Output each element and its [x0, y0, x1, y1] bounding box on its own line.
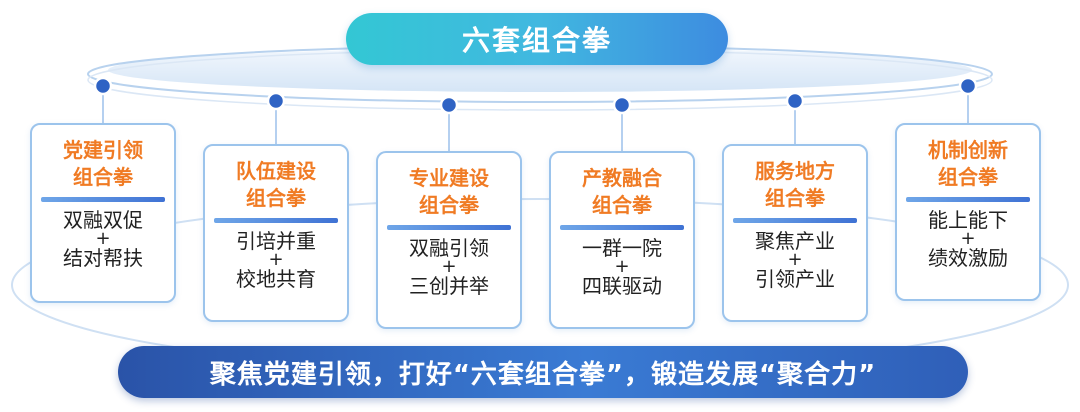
card-industry-education: 产教融合 组合拳 一群一院 + 四联驱动: [549, 151, 695, 329]
node-2: [266, 91, 286, 111]
card-heading-line2: 组合拳: [246, 186, 306, 210]
card-body-line1: 引培并重: [236, 229, 316, 253]
card-body-line2: 结对帮扶: [63, 246, 143, 270]
card-heading-line1: 党建引领: [63, 138, 143, 162]
card-plus: +: [268, 249, 284, 270]
card-heading-line1: 专业建设: [409, 166, 489, 190]
node-4: [612, 95, 632, 115]
card-heading: 机制创新 组合拳: [897, 125, 1039, 191]
card-team-building: 队伍建设 组合拳 引培并重 + 校地共育: [203, 144, 349, 322]
card-heading: 队伍建设 组合拳: [205, 146, 347, 212]
card-plus: +: [441, 256, 457, 277]
card-body-line1: 双融双促: [63, 208, 143, 232]
card-body-line1: 聚焦产业: [755, 229, 835, 253]
card-heading-line2: 组合拳: [765, 186, 825, 210]
card-heading-line1: 机制创新: [928, 138, 1008, 162]
card-heading-line2: 组合拳: [419, 193, 479, 217]
card-plus: +: [614, 256, 630, 277]
node-1: [93, 76, 113, 96]
card-discipline-building: 专业建设 组合拳 双融引领 + 三创并举: [376, 151, 522, 329]
card-mechanism-innovation: 机制创新 组合拳 能上能下 + 绩效激励: [895, 123, 1041, 301]
card-heading-line1: 服务地方: [755, 159, 835, 183]
card-heading-line2: 组合拳: [73, 165, 133, 189]
card-party-building: 党建引领 组合拳 双融双促 + 结对帮扶: [30, 123, 176, 303]
card-body: 双融引领 + 三创并举: [378, 230, 520, 297]
card-plus: +: [960, 228, 976, 249]
card-body-line1: 双融引领: [409, 236, 489, 260]
card-divider: [560, 225, 684, 230]
card-heading: 服务地方 组合拳: [724, 146, 866, 212]
node-3: [439, 95, 459, 115]
card-local-service: 服务地方 组合拳 聚焦产业 + 引领产业: [722, 144, 868, 322]
card-body: 引培并重 + 校地共育: [205, 223, 347, 290]
card-heading-line2: 组合拳: [938, 165, 998, 189]
platform-disc: [108, 48, 972, 92]
card-heading-line1: 队伍建设: [236, 159, 316, 183]
card-body-line2: 引领产业: [755, 267, 835, 291]
card-body: 聚焦产业 + 引领产业: [724, 223, 866, 290]
card-divider: [214, 218, 338, 223]
card-body-line2: 四联驱动: [582, 274, 662, 298]
card-body: 一群一院 + 四联驱动: [551, 230, 693, 297]
card-plus: +: [787, 249, 803, 270]
card-body-line2: 三创并举: [409, 274, 489, 298]
card-body: 双融双促 + 结对帮扶: [32, 202, 174, 269]
card-body: 能上能下 + 绩效激励: [897, 202, 1039, 269]
footer-banner: 聚焦党建引领，打好“六套组合拳”，锻造发展“聚合力”: [118, 346, 968, 398]
node-6: [958, 76, 978, 96]
node-5: [785, 91, 805, 111]
card-divider: [41, 197, 165, 202]
card-heading-line1: 产教融合: [582, 166, 662, 190]
card-body-line1: 能上能下: [928, 208, 1008, 232]
card-heading: 产教融合 组合拳: [551, 153, 693, 219]
card-heading: 党建引领 组合拳: [32, 125, 174, 191]
card-body-line1: 一群一院: [582, 236, 662, 260]
card-body-line2: 校地共育: [236, 267, 316, 291]
title-banner: 六套组合拳: [346, 13, 728, 65]
card-divider: [733, 218, 857, 223]
card-divider: [387, 225, 511, 230]
card-heading: 专业建设 组合拳: [378, 153, 520, 219]
card-body-line2: 绩效激励: [928, 246, 1008, 270]
card-divider: [906, 197, 1030, 202]
card-heading-line2: 组合拳: [592, 193, 652, 217]
card-plus: +: [95, 228, 111, 249]
nodes: [93, 76, 978, 115]
